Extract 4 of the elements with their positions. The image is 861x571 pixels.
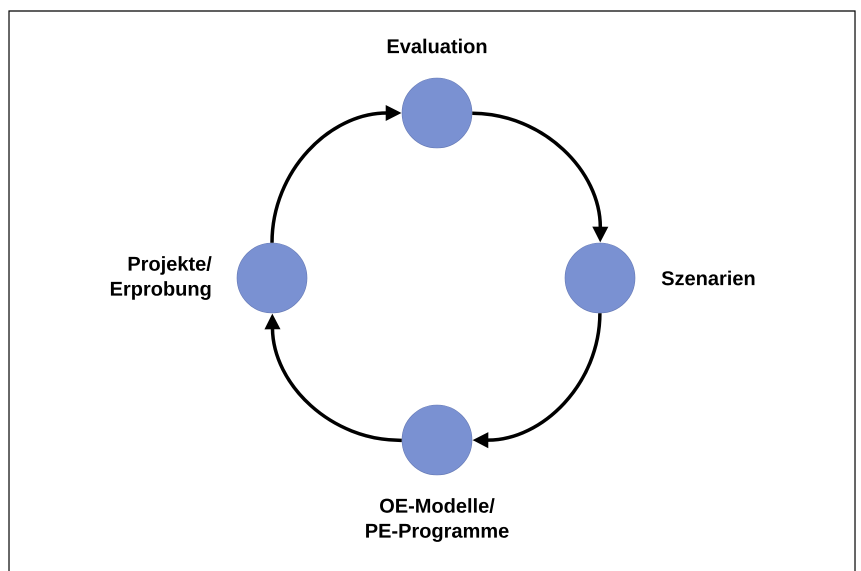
node-label: Szenarien (662, 270, 754, 286)
node-label: Projekte/ Erprobung (110, 256, 212, 300)
node-label: OE-Modelle/ PE-Programme (366, 498, 509, 542)
node-label: Evaluation (388, 38, 486, 54)
